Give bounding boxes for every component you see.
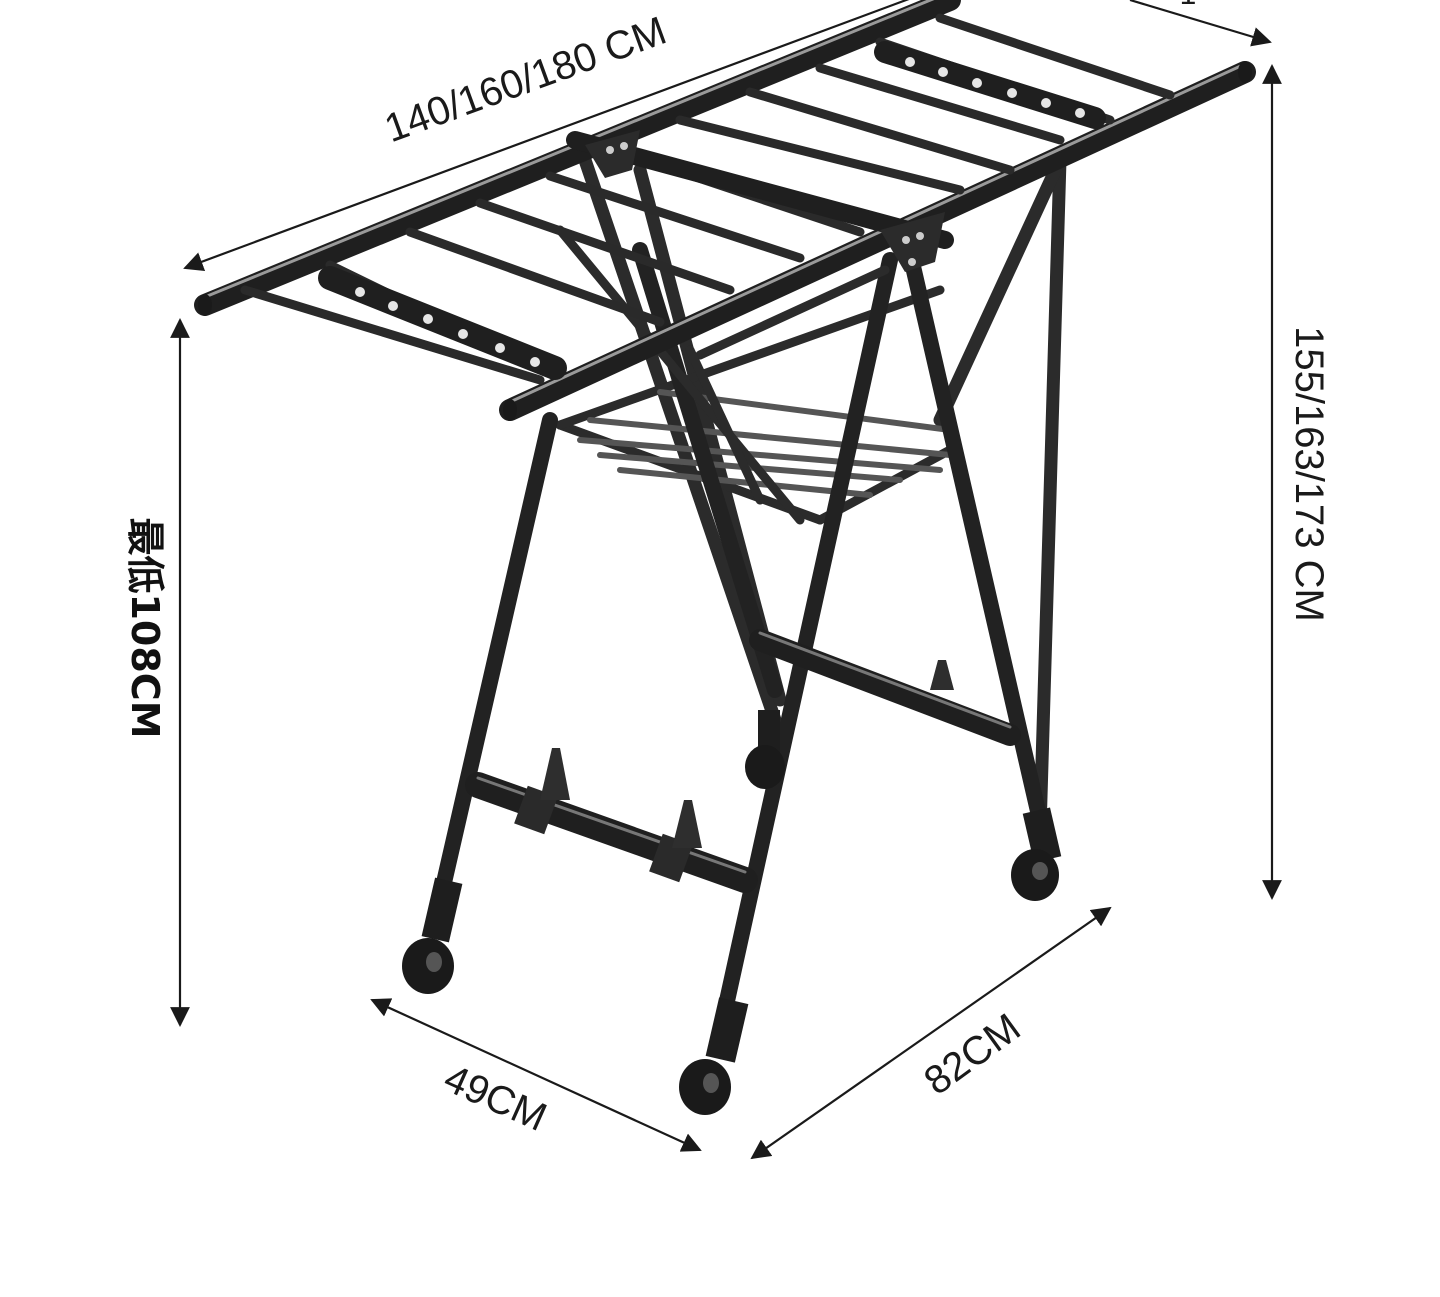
wheel-back-left xyxy=(745,745,785,789)
top-cut-label: 1 xyxy=(1180,0,1197,11)
perforated-bar-left xyxy=(318,266,567,380)
perforated-bar-right xyxy=(874,41,1106,129)
wheel-front-left xyxy=(402,938,454,994)
height-label: 155/163/173 CM xyxy=(1287,326,1331,622)
bottom-crossbar-back xyxy=(749,629,1021,746)
top-depth-dimension-line xyxy=(1129,0,1272,47)
center-hinge-rail xyxy=(566,131,954,249)
drying-rack-illustration xyxy=(194,0,1256,1115)
rail-end-caps xyxy=(198,61,1252,421)
front-long-rail xyxy=(499,61,1256,421)
width-dimension-line xyxy=(183,0,910,272)
hinge-plates xyxy=(585,130,945,272)
min-height-label: 最低108CM xyxy=(123,517,167,738)
cross-braces xyxy=(555,225,890,525)
wheels xyxy=(402,745,1059,1115)
top-frame xyxy=(194,0,1256,421)
depth-label: 49CM xyxy=(438,1056,553,1140)
wheel-front-right xyxy=(679,1059,731,1115)
depth-dimension-line xyxy=(370,998,702,1152)
dimension-lines xyxy=(170,0,1282,1160)
leg-span-dimension-line xyxy=(750,906,1112,1160)
back-long-rail xyxy=(194,0,961,316)
leg-span-label: 82CM xyxy=(916,1005,1028,1103)
wheel-back-right xyxy=(1011,849,1059,901)
bottom-crossbar-front xyxy=(465,748,758,893)
